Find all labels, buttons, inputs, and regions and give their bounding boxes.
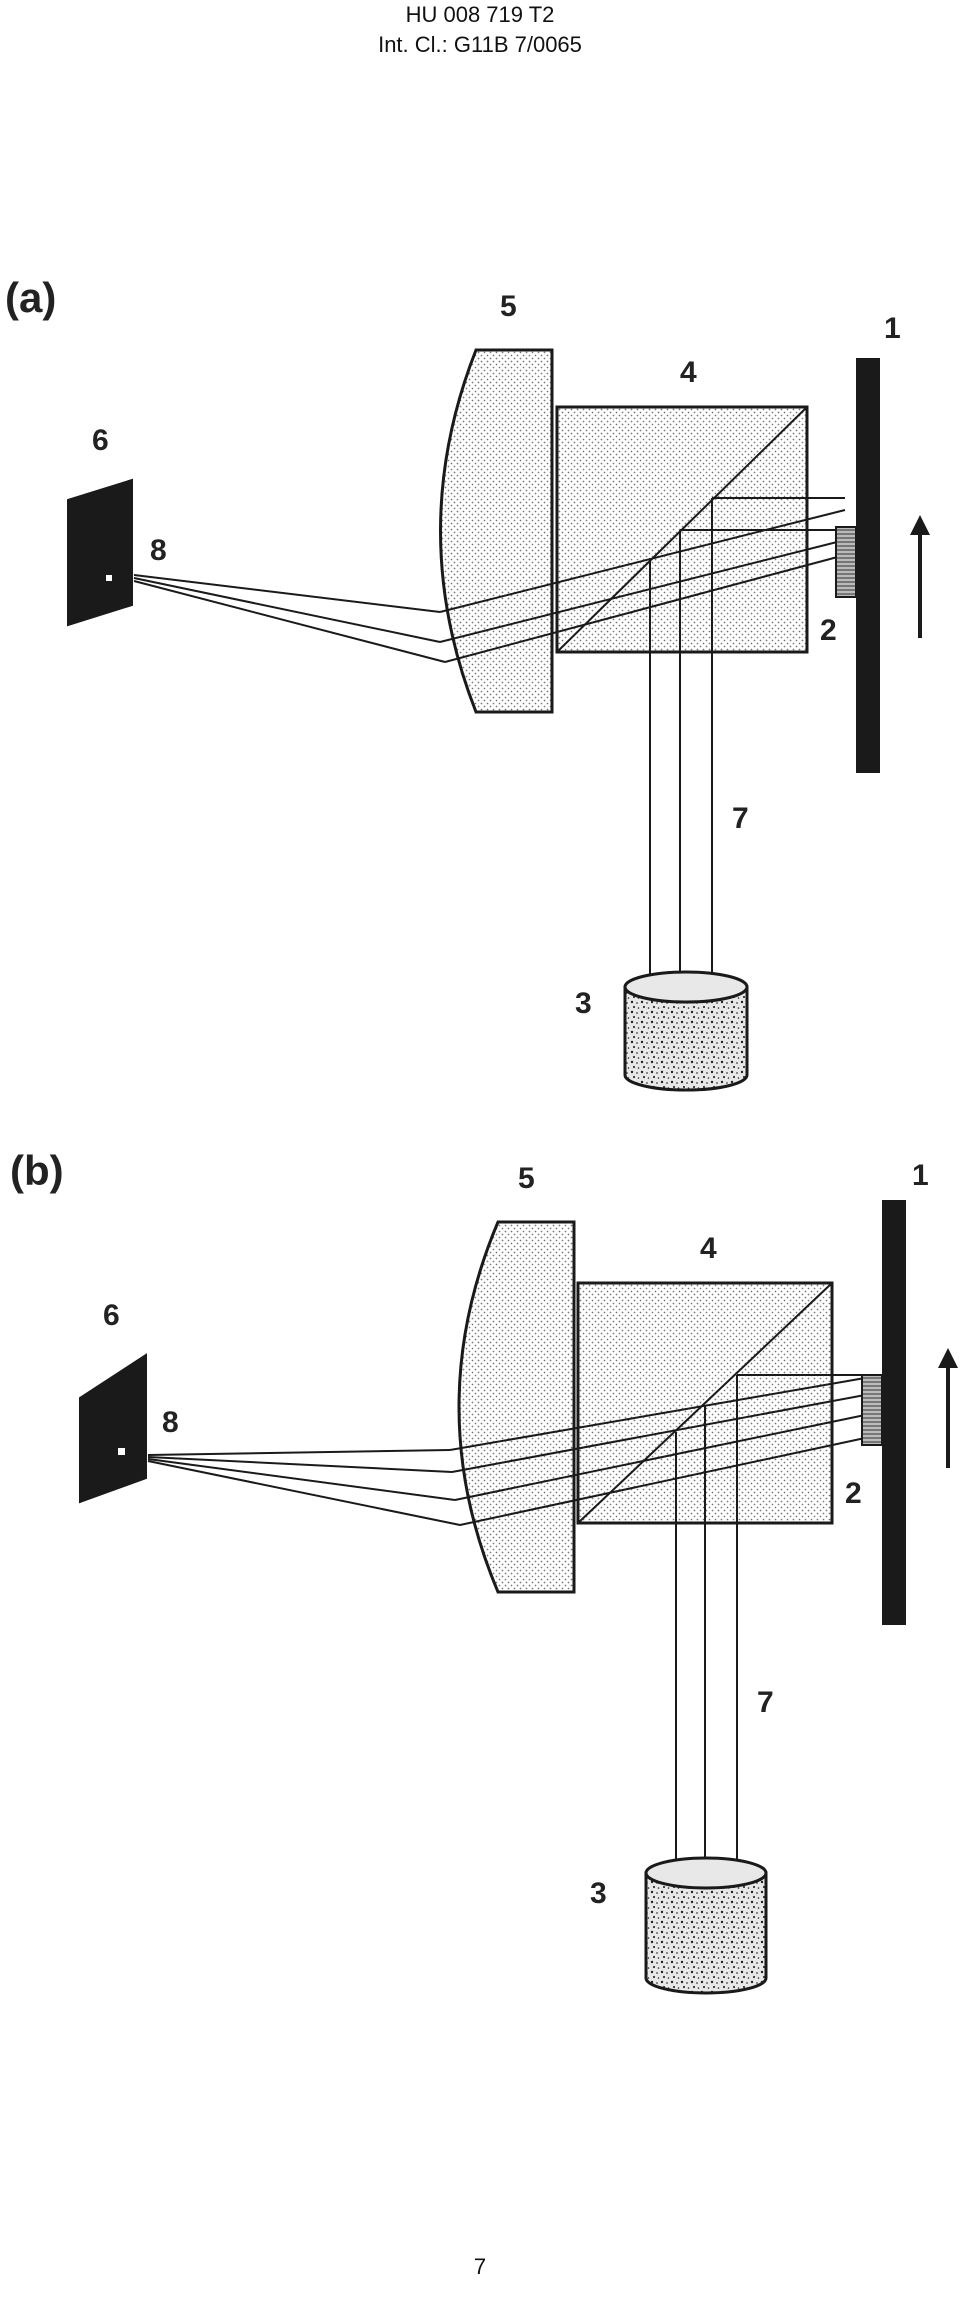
lens-b (457, 1220, 576, 1594)
classification: Int. Cl.: G11B 7/0065 (378, 32, 582, 57)
patent-number: HU 008 719 T2 (405, 2, 555, 27)
figure-a-label: (a) (5, 274, 56, 321)
splitter-diagonal-b (577, 1282, 833, 1524)
signal-beam-b (147, 1377, 866, 1526)
storage-medium-b (882, 1200, 906, 1625)
detector-a (67, 478, 133, 627)
part-number-1-b: 1 (912, 1159, 929, 1192)
part-number-4-b: 4 (700, 1232, 717, 1265)
part-number-4-a: 4 (680, 356, 697, 389)
detector-spot-b (118, 1448, 125, 1455)
light-source-top-b (644, 1856, 768, 1890)
part-number-2-b: 2 (845, 1477, 862, 1510)
part-number-8-a: 8 (150, 534, 167, 567)
figure-a: (a) (5, 274, 930, 1092)
motion-arrowhead-b (938, 1348, 958, 1368)
hologram-b (861, 1374, 883, 1446)
page-number: 7 (473, 2254, 487, 2279)
part-number-5-b: 5 (518, 1162, 535, 1195)
part-number-3-a: 3 (575, 987, 592, 1020)
part-number-5-a: 5 (500, 290, 517, 323)
part-number-7-a: 7 (732, 802, 749, 835)
part-number-6-a: 6 (92, 424, 109, 457)
detector-b (79, 1353, 147, 1504)
part-number-1-a: 1 (884, 312, 901, 345)
part-number-6-b: 6 (103, 1299, 120, 1332)
storage-medium-a (856, 358, 880, 773)
signal-beam-a (133, 509, 846, 663)
part-number-8-b: 8 (162, 1406, 179, 1439)
light-source-top-a (623, 970, 749, 1004)
figure-b-label: (b) (10, 1147, 64, 1194)
detector-spot-a (106, 575, 112, 581)
reference-beam-b (675, 1374, 865, 1868)
light-source-a (623, 985, 749, 1092)
part-number-7-b: 7 (757, 1686, 774, 1719)
motion-arrowhead-a (910, 515, 930, 535)
light-source-b (644, 1871, 768, 1995)
part-number-2-a: 2 (820, 614, 837, 647)
part-number-3-b: 3 (590, 1877, 607, 1910)
figure-b: (b) (10, 1147, 958, 1995)
reference-beam-a (649, 497, 845, 975)
hologram-a (835, 526, 857, 598)
